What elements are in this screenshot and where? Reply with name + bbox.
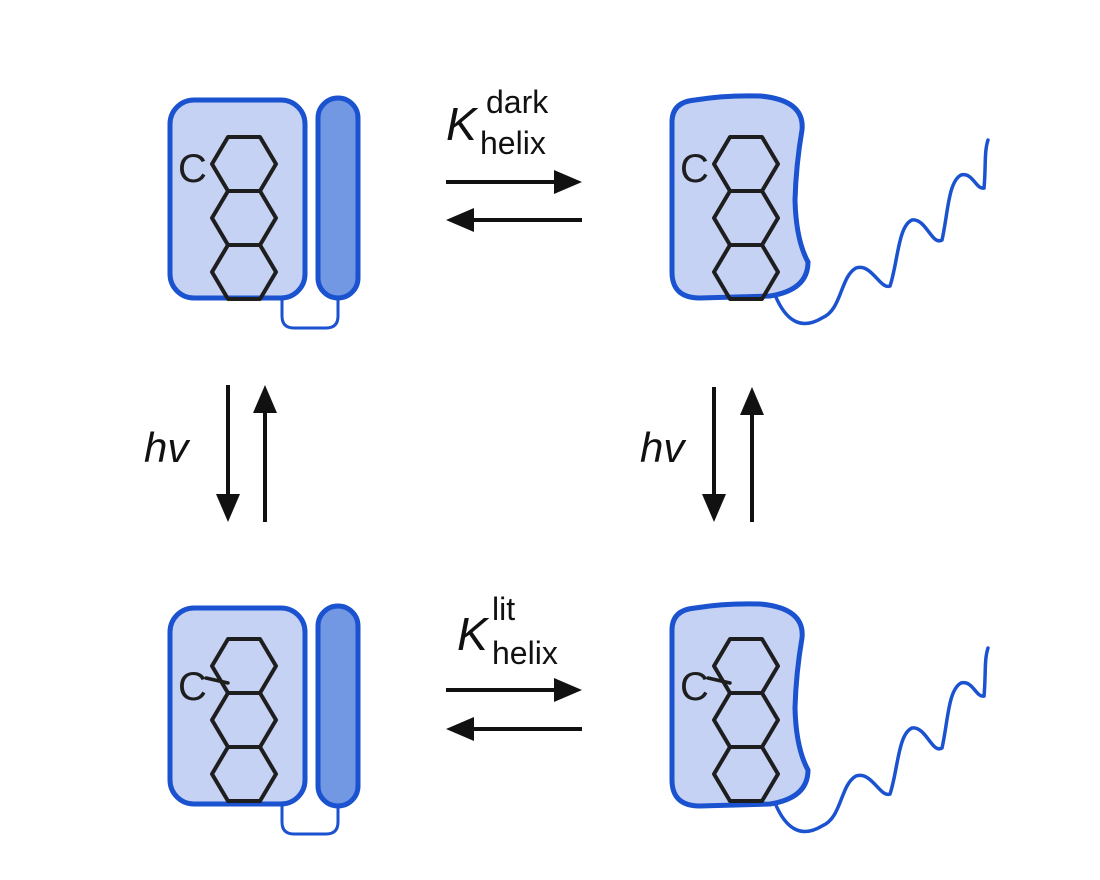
arrow-head-icon — [554, 170, 582, 194]
linker — [280, 298, 340, 330]
state-dark-helix-docked: C — [167, 95, 361, 330]
light-arrows-right: hv — [640, 387, 764, 522]
equilibrium-constant-dark: K dark helix — [446, 84, 549, 161]
arrow-head-icon — [216, 494, 240, 522]
docked-helix — [315, 603, 361, 809]
light-arrows-left: hv — [144, 385, 277, 522]
equilibrium-arrows-bottom — [446, 678, 582, 741]
protein-domain — [669, 93, 811, 301]
k-symbol: K — [446, 98, 479, 150]
chromophore-label: C — [178, 665, 207, 709]
adduct-bond — [706, 676, 732, 685]
state-dark-helix-unfolded: C — [669, 93, 990, 326]
state-lit-helix-unfolded: C — [669, 601, 990, 834]
docked-helix — [315, 95, 361, 301]
adduct-bond — [204, 676, 230, 685]
k-superscript: lit — [492, 591, 515, 627]
light-label: hv — [640, 424, 687, 471]
protein-domain — [167, 97, 308, 301]
equilibrium-arrows-top — [446, 170, 582, 232]
unfolded-helix-coil — [773, 138, 990, 326]
arrow-head-icon — [446, 717, 474, 741]
arrow-head-icon — [554, 678, 582, 702]
protein-domain — [669, 601, 811, 809]
unfolded-helix-coil — [773, 646, 990, 834]
state-lit-helix-docked: C — [167, 603, 361, 836]
k-subscript: helix — [492, 635, 558, 671]
arrow-head-icon — [253, 385, 277, 413]
chromophore-label: C — [680, 147, 709, 191]
arrow-head-icon — [702, 494, 726, 522]
k-symbol: K — [457, 608, 490, 660]
k-superscript: dark — [486, 84, 549, 120]
chromophore-label: C — [680, 665, 709, 709]
equilibrium-constant-lit: K lit helix — [457, 591, 558, 671]
arrow-head-icon — [740, 387, 764, 415]
arrow-head-icon — [446, 208, 474, 232]
light-label: hv — [144, 424, 191, 471]
linker — [280, 804, 340, 836]
chromophore-label: C — [178, 147, 207, 191]
k-subscript: helix — [480, 125, 546, 161]
